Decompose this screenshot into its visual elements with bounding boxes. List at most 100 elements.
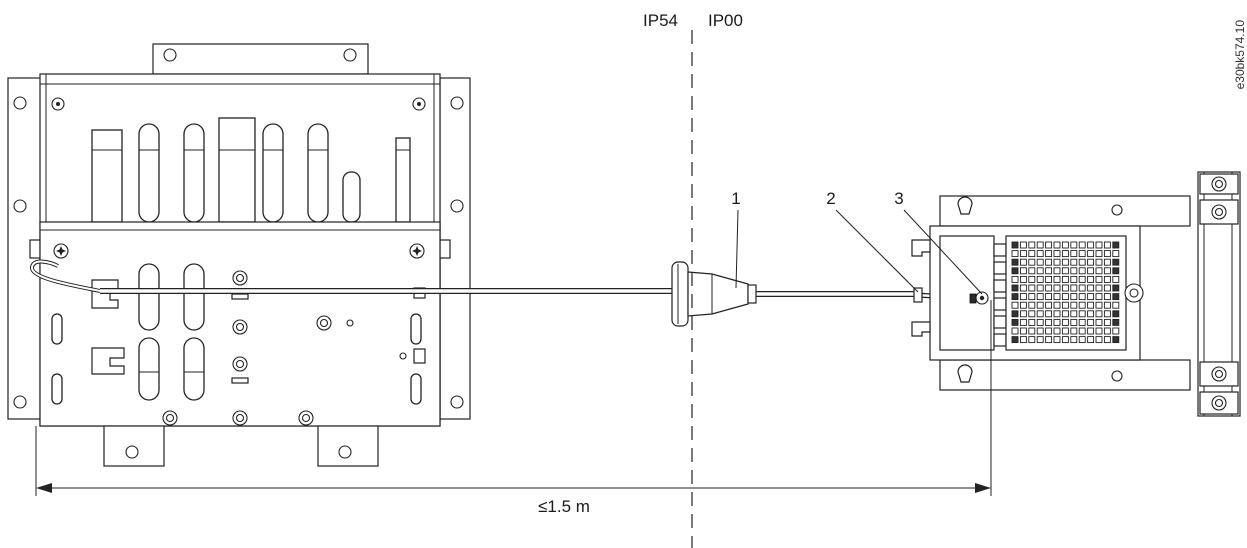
grid-cell xyxy=(1011,336,1019,344)
grid-cell xyxy=(1061,293,1069,301)
zone-label-ip54: IP54 xyxy=(643,11,678,30)
grid-cell xyxy=(1045,318,1053,326)
callout-2: 2 xyxy=(826,189,919,293)
callout-1: 1 xyxy=(731,189,741,289)
grid-cell xyxy=(1112,275,1120,283)
grid-cell xyxy=(1070,318,1078,326)
grid-cell xyxy=(1011,327,1019,335)
callout-number: 1 xyxy=(731,189,740,208)
grid-cell xyxy=(1028,310,1036,318)
grid-cell xyxy=(1045,327,1053,335)
cable-clamp xyxy=(91,347,125,375)
grid-cell xyxy=(1028,301,1036,309)
vent-slot xyxy=(138,123,160,223)
ground-terminal-icon xyxy=(232,270,248,286)
grid-cell xyxy=(1078,336,1086,344)
right-component-unit xyxy=(911,171,1241,417)
side-terminal xyxy=(29,239,41,259)
left-enclosure-unit xyxy=(7,43,471,467)
grid-cell xyxy=(1078,284,1086,292)
grid-cell xyxy=(1045,250,1053,258)
grid-cell xyxy=(1095,250,1103,258)
vent-slot xyxy=(91,129,123,223)
grid-cell xyxy=(1011,318,1019,326)
grid-cell xyxy=(1036,250,1044,258)
grid-cell xyxy=(1036,241,1044,249)
mounting-hole xyxy=(338,445,352,459)
mounting-hole xyxy=(450,96,464,110)
grid-cell xyxy=(1112,310,1120,318)
screw-icon xyxy=(412,97,426,111)
ferrule xyxy=(969,293,977,304)
ground-terminal-icon xyxy=(162,410,178,426)
mounting-hole xyxy=(343,48,357,62)
grid-cell xyxy=(1103,336,1111,344)
grid-cell xyxy=(1078,301,1086,309)
grid-cell xyxy=(1070,336,1078,344)
grid-cell xyxy=(1045,301,1053,309)
grid-cell xyxy=(1095,327,1103,335)
figure-id: e30bk574.10 xyxy=(1233,20,1247,90)
grid-cell xyxy=(1053,267,1061,275)
heatsink-grid-icon xyxy=(1005,235,1127,351)
grid-cell xyxy=(1087,336,1095,344)
grid-cell xyxy=(1036,327,1044,335)
vent-slot xyxy=(262,123,284,223)
grid-cell xyxy=(1036,318,1044,326)
callout-number: 2 xyxy=(826,189,835,208)
grid-cell xyxy=(1036,258,1044,266)
grid-cell xyxy=(1061,318,1069,326)
grid-cell xyxy=(1070,267,1078,275)
grid-cell xyxy=(1011,310,1019,318)
grid-cell xyxy=(1036,267,1044,275)
grid-cell xyxy=(1019,267,1027,275)
grid-cell xyxy=(1112,250,1120,258)
grid-cell xyxy=(1103,293,1111,301)
mounting-hole xyxy=(13,395,27,409)
grid-cell xyxy=(1103,318,1111,326)
grid-cell xyxy=(1095,301,1103,309)
grid-cell xyxy=(1011,301,1019,309)
grid-cell xyxy=(1103,310,1111,318)
grid-cell xyxy=(1045,275,1053,283)
grid-cell xyxy=(1061,250,1069,258)
top-rail xyxy=(939,195,1191,227)
grid-cell xyxy=(1070,327,1078,335)
grid-cell xyxy=(1036,275,1044,283)
grid-cell xyxy=(1095,318,1103,326)
mounting-hole xyxy=(1111,204,1123,216)
mounting-hole xyxy=(163,48,177,62)
grid-cell xyxy=(1036,310,1044,318)
mounting-hole xyxy=(450,199,464,213)
screw-icon xyxy=(53,243,69,259)
grid-cell xyxy=(1078,310,1086,318)
vent-slot xyxy=(138,337,160,401)
grid-cell xyxy=(1011,258,1019,266)
callout-3: 3 xyxy=(894,189,983,295)
grid-cell xyxy=(1087,327,1095,335)
grid-cell xyxy=(1103,250,1111,258)
length-dimension: ≤1.5 m xyxy=(35,300,992,516)
grid-cell xyxy=(1078,275,1086,283)
grid-cell xyxy=(1087,241,1095,249)
small-connector xyxy=(413,348,426,364)
grid-cell xyxy=(1045,284,1053,292)
terminal-stub xyxy=(993,333,1007,347)
grid-cell xyxy=(1095,275,1103,283)
mounting-hole xyxy=(13,96,27,110)
vent-slot xyxy=(138,263,160,331)
terminal-stub xyxy=(993,279,1007,293)
grid-cell xyxy=(1053,336,1061,344)
keyhole-slot xyxy=(957,196,973,215)
grid-cell xyxy=(1087,258,1095,266)
grid-cell xyxy=(1078,293,1086,301)
grid-cell xyxy=(1070,250,1078,258)
grid-cell xyxy=(1112,318,1120,326)
side-clip xyxy=(911,239,931,257)
vent-slot xyxy=(51,373,63,405)
grid-cell xyxy=(1053,310,1061,318)
grid-cell xyxy=(1028,275,1036,283)
vent-slot xyxy=(410,313,422,345)
small-hole xyxy=(399,352,407,360)
screw-icon xyxy=(1199,361,1239,387)
